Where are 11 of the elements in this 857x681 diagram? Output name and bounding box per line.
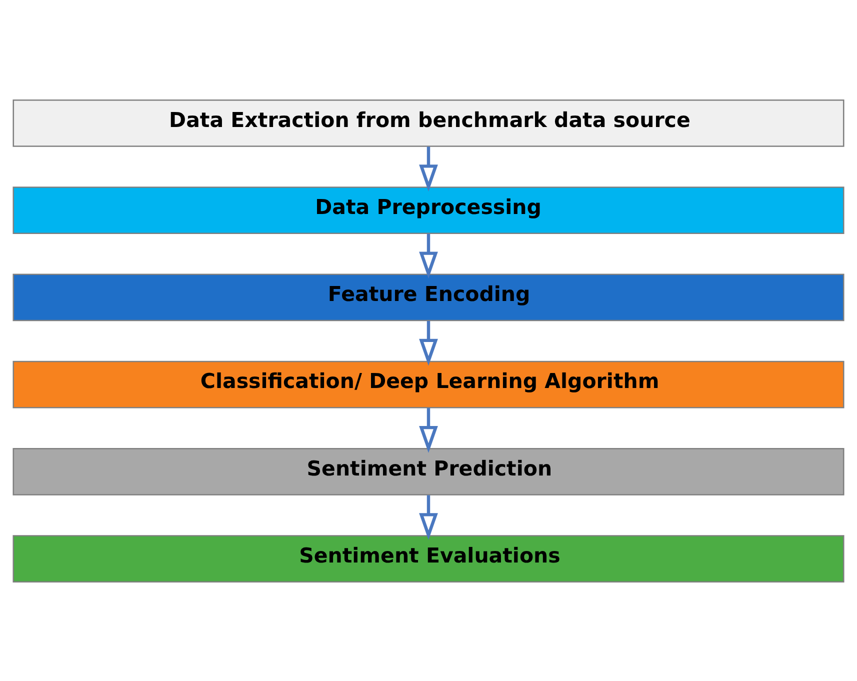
node-box: Feature Encoding (12, 273, 844, 321)
node-box: Data Preprocessing (12, 186, 844, 234)
node-box: Data Extraction from benchmark data source (12, 98, 844, 146)
node-box: Sentiment Evaluations (12, 534, 844, 582)
arrow (419, 233, 438, 278)
node-box: Sentiment Prediction (12, 447, 844, 495)
arrow (419, 408, 438, 452)
arrow (419, 320, 438, 366)
arrow (419, 494, 438, 540)
node-box: Classification/ Deep Learning Algorithm (12, 360, 844, 408)
arrow (419, 146, 438, 192)
